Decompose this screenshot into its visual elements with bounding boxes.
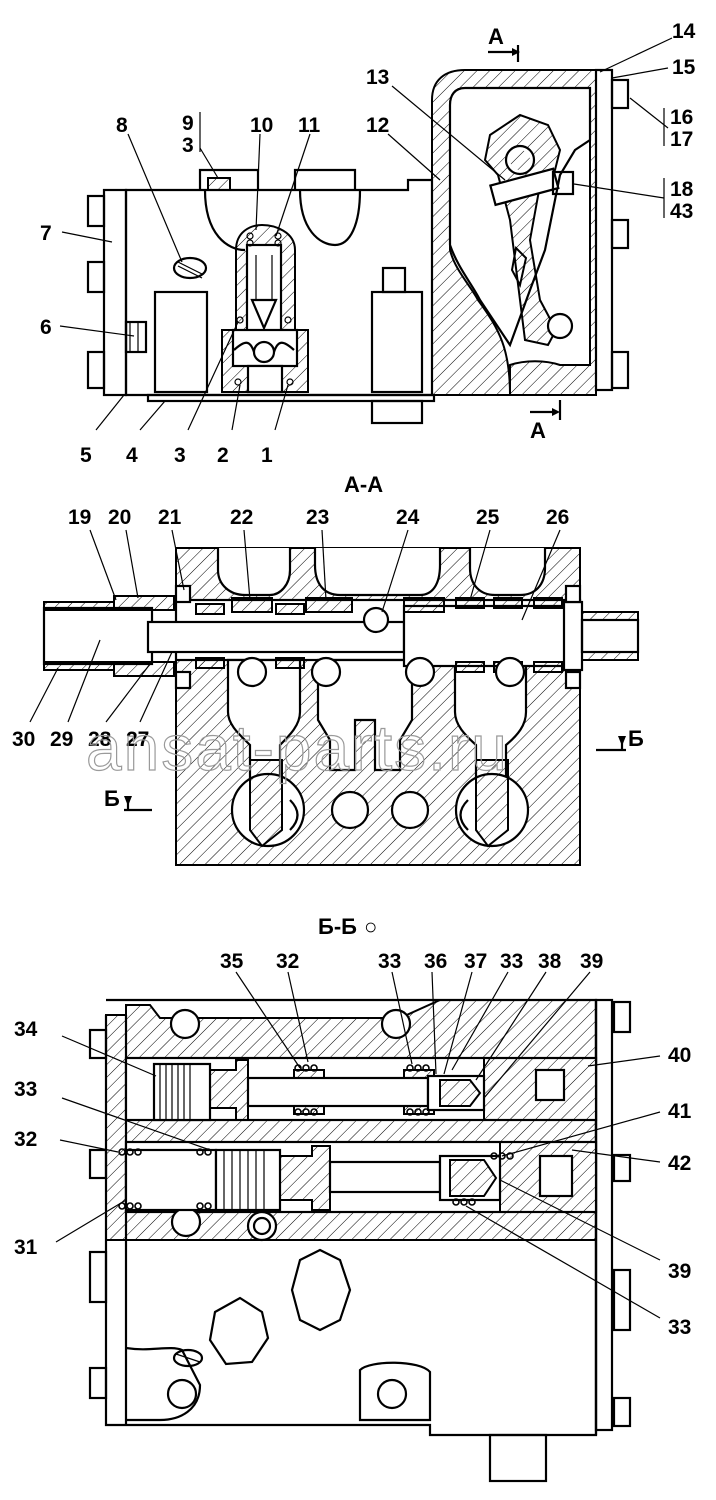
label-33-top-a: 33 [378,950,401,973]
left-flange [102,188,128,397]
label-32-top: 32 [276,950,299,973]
label-43: 43 [670,200,693,223]
bb-leaders [55,971,661,1319]
block-left [153,290,209,394]
label-27: 27 [126,728,149,751]
label-13: 13 [366,66,389,89]
label-34: 34 [14,1018,38,1041]
label-40: 40 [668,1044,691,1067]
section-aa: А-А [12,472,644,866]
bb-right-bolts [612,1000,632,1428]
label-35: 35 [220,950,244,973]
label-39-right: 39 [668,1260,691,1283]
label-16: 16 [670,106,693,129]
cut-marker-a-top: А [488,24,504,49]
block-right [370,290,424,394]
label-10: 10 [250,114,273,137]
bb-labels: 31 32 33 34 35 32 33 36 37 33 38 39 40 4… [14,950,692,1339]
right-cover [594,68,614,392]
label-30: 30 [12,728,35,751]
label-32-left: 32 [14,1128,37,1151]
label-33-right: 33 [668,1316,691,1339]
label-11: 11 [298,114,321,137]
main-labels: 1 2 3 4 5 6 7 8 9 3 10 11 12 13 14 15 16… [40,20,696,467]
label-1: 1 [261,444,273,467]
label-17: 17 [670,128,693,151]
label-29: 29 [50,728,73,751]
label-20: 20 [108,506,131,529]
label-12: 12 [366,114,389,137]
section-bb-symbol: ○ [364,914,377,939]
cut-marker-b-right: Б [628,726,644,751]
plug-8 [172,256,208,280]
main-leaders [59,37,673,431]
label-8: 8 [116,114,128,137]
ball-24 [362,606,390,634]
label-24: 24 [396,506,420,529]
section-bb-title: Б-Б [318,914,357,939]
label-5: 5 [80,444,92,467]
shaft-29 [42,606,154,666]
label-39-top: 39 [580,950,603,973]
label-42: 42 [668,1152,691,1175]
aa-leaders [29,529,561,723]
label-6: 6 [40,316,52,339]
label-38: 38 [538,950,562,973]
aa-labels: 19 20 21 22 23 24 25 26 27 28 29 30 [12,506,569,751]
bottom-plate [146,393,436,403]
label-22: 22 [230,506,253,529]
label-3b: 3 [182,134,194,157]
sleeve-30 [43,601,115,611]
label-25: 25 [476,506,500,529]
watermark: ansat-parts.ru [86,712,509,784]
label-9: 9 [182,112,194,135]
label-31: 31 [14,1236,38,1259]
springs [118,1064,514,1210]
label-23: 23 [306,506,329,529]
label-33-left: 33 [14,1078,37,1101]
section-bb: Б-Б ○ [14,914,692,1483]
label-28: 28 [88,728,112,751]
label-21: 21 [158,506,182,529]
label-14: 14 [672,20,696,43]
cut-marker-b-left: Б [104,786,120,811]
right-bolts [610,78,630,390]
label-4: 4 [126,444,138,467]
label-41: 41 [668,1100,692,1123]
label-3: 3 [174,444,186,467]
label-19: 19 [68,506,91,529]
left-bolts [86,194,106,390]
label-2: 2 [217,444,229,467]
label-33-top-b: 33 [500,950,523,973]
main-view: А А 1 2 3 [40,20,696,467]
label-37: 37 [464,950,487,973]
label-36: 36 [424,950,447,973]
section-aa-title: А-А [344,472,383,497]
label-15: 15 [672,56,696,79]
cut-marker-a-bottom: А [530,418,546,443]
spool-26 [402,604,570,668]
label-18: 18 [670,178,694,201]
label-7: 7 [40,222,52,245]
label-26: 26 [546,506,569,529]
